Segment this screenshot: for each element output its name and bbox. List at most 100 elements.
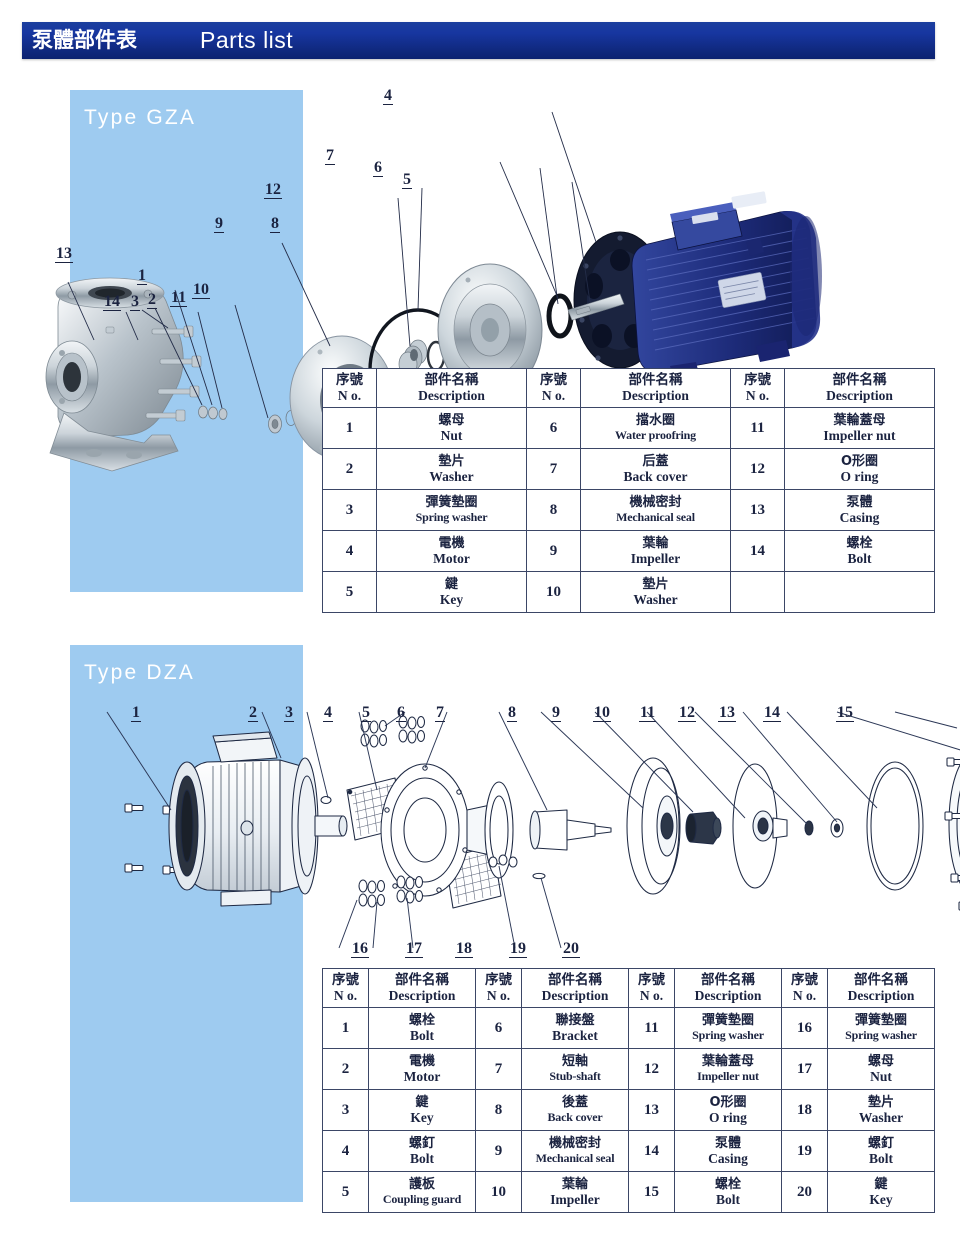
part-desc: 機械密封 Mechanical seal (580, 489, 731, 531)
gza-fastener-cluster (198, 405, 228, 420)
part-desc-en: Bolt (409, 1151, 434, 1166)
header-no-4: 序號 N o. (781, 968, 828, 1008)
dza-callout-5: 5 (361, 704, 371, 722)
dza-type-label: Type DZA (84, 661, 195, 684)
part-desc: 墊片 Washer (376, 448, 527, 490)
gza-callout-10: 10 (192, 281, 210, 299)
dza-callout-14: 14 (763, 704, 781, 722)
part-no: 10 (475, 1171, 522, 1213)
header-no-en: N o. (639, 988, 664, 1003)
gza-callout-14: 14 (103, 293, 121, 311)
dza-callout-1: 1 (131, 704, 141, 722)
part-desc-cn: 擋水圈 (635, 413, 675, 428)
header-desc-4: 部件名稱 Description (827, 968, 935, 1008)
header-no-3: 序號 N o. (628, 968, 675, 1008)
part-desc: 鍵 Key (376, 571, 527, 613)
part-no: 2 (322, 448, 377, 490)
header-no-cn: 序號 (332, 972, 359, 988)
part-no (730, 571, 785, 613)
part-desc-en: Water proofring (615, 428, 696, 442)
part-desc-cn: 葉輪蓋母 (701, 1054, 754, 1069)
part-desc-en: Washer (633, 592, 678, 607)
part-desc-en: Back cover (547, 1110, 603, 1124)
part-desc-en: Impeller nut (697, 1069, 759, 1083)
header-desc-en: Description (418, 388, 485, 403)
part-desc: 短軸 Stub-shaft (521, 1048, 629, 1090)
part-no: 11 (628, 1007, 675, 1049)
table-header-row: 序號 N o. 部件名稱 Description 序號 N o. 部件名稱 De… (322, 368, 935, 408)
part-desc: 墊片 Washer (580, 571, 731, 613)
part-desc: 螺栓 Bolt (674, 1171, 782, 1213)
gza-exploded-view-diagram (20, 80, 822, 472)
part-desc-en: Back cover (623, 469, 688, 484)
part-desc-en: Key (869, 1192, 893, 1207)
part-desc-cn: 鍵 (874, 1177, 888, 1192)
part-no: 4 (322, 530, 377, 572)
part-no: 14 (628, 1130, 675, 1172)
gza-callout-6: 6 (373, 159, 383, 177)
part-desc: O形圈 O ring (674, 1089, 782, 1131)
part-desc: 泵體 Casing (784, 489, 935, 531)
part-no: 1 (322, 407, 377, 449)
dza-bolts-15 (944, 757, 960, 911)
part-desc-cn: 機械密封 (629, 495, 682, 510)
part-desc (784, 571, 935, 613)
part-desc: 彈簧墊圈 Spring washer (376, 489, 527, 531)
dza-exploded-view-diagram (95, 700, 960, 960)
dza-callout-12: 12 (678, 704, 696, 722)
part-desc-en: Impeller (550, 1192, 600, 1207)
table-row: 2 電機 Motor 7 短軸 Stub-shaft 12 葉輪蓋母 Impel… (322, 1048, 935, 1090)
gza-callout-13: 13 (55, 245, 73, 263)
header-desc-cn: 部件名稱 (854, 972, 908, 988)
part-desc-en: Mechanical seal (616, 510, 695, 524)
dza-screws-19 (488, 854, 518, 868)
dza-spring-washer-11 (804, 820, 814, 836)
header-desc-cn: 部件名稱 (701, 972, 755, 988)
gza-callout-8: 8 (270, 215, 280, 233)
dza-callout-16: 16 (351, 940, 369, 958)
part-desc-cn: 電機 (438, 536, 465, 551)
part-no: 3 (322, 1089, 369, 1131)
dza-callout-8: 8 (507, 704, 517, 722)
part-no: 7 (526, 448, 581, 490)
header-desc-cn: 部件名稱 (832, 372, 887, 388)
part-desc: 護板 Coupling guard (368, 1171, 476, 1213)
part-desc: 電機 Motor (376, 530, 527, 572)
part-desc-en: O ring (709, 1110, 747, 1125)
part-desc: 螺母 Nut (376, 407, 527, 449)
part-desc: 墊片 Washer (827, 1089, 935, 1131)
part-desc: 螺栓 Bolt (784, 530, 935, 572)
part-desc: 彈簧墊圈 Spring washer (827, 1007, 935, 1049)
part-desc-cn: 后蓋 (642, 454, 669, 469)
part-desc-en: Key (439, 592, 464, 607)
header-no-cn: 序號 (485, 972, 512, 988)
header-desc-1: 部件名稱 Description (376, 368, 527, 408)
dza-bracket-6 (380, 763, 514, 897)
dza-callout-3: 3 (284, 704, 294, 722)
part-desc-en: Motor (433, 551, 470, 566)
part-no: 12 (628, 1048, 675, 1090)
dza-o-ring-13 (866, 761, 924, 891)
gza-mechanical-seal (398, 339, 446, 377)
header-desc-3: 部件名稱 Description (784, 368, 935, 408)
part-desc-cn: 聯接盤 (555, 1013, 595, 1028)
header-no-cn: 序號 (336, 372, 363, 388)
gza-motor-assembly (567, 191, 822, 382)
part-desc-en: Impeller (630, 551, 681, 566)
part-desc-cn: 機械密封 (548, 1136, 601, 1151)
part-desc-en: Washer (429, 469, 474, 484)
header-no-en: N o. (792, 988, 817, 1003)
table-row: 5 鍵 Key 10 墊片 Washer (322, 571, 935, 613)
part-desc-cn: O形圈 (840, 454, 879, 469)
gza-callout-9: 9 (214, 215, 224, 233)
part-desc: 后蓋 Back cover (580, 448, 731, 490)
dza-key-20 (532, 872, 546, 880)
header-desc-en: Description (541, 988, 609, 1003)
gza-callout-4: 4 (383, 87, 393, 105)
part-desc-cn: 螺母 (867, 1054, 894, 1069)
part-desc-cn: 泵體 (714, 1136, 741, 1151)
table-row: 5 護板 Coupling guard 10 葉輪 Impeller 15 螺栓… (322, 1171, 935, 1213)
part-desc-en: Impeller nut (823, 428, 896, 443)
part-desc-en: Stub-shaft (549, 1069, 601, 1083)
dza-callout-6: 6 (396, 704, 406, 722)
